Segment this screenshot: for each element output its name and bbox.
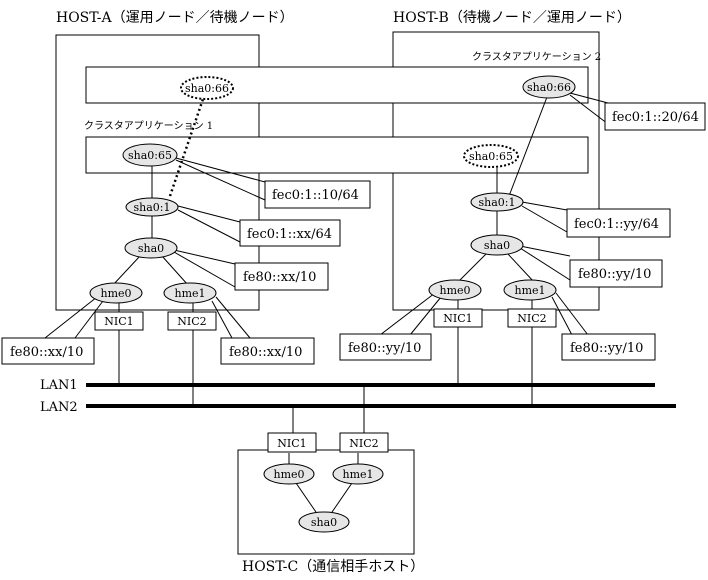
host-a-nic1-label: NIC1 — [104, 315, 133, 328]
host-c-title: HOST-C（通信相手ホスト） — [242, 559, 424, 575]
host-c-hme0-label: hme0 — [273, 468, 304, 481]
host-b-nic1-box — [433, 308, 483, 328]
fe80-yy-sha-label: fe80::yy/10 — [578, 267, 651, 282]
host-a-sha0-66-node — [180, 76, 234, 100]
host-b-nic2-box — [507, 308, 557, 328]
host-c-nic1-box — [267, 432, 317, 453]
fe80-xx-hme1-box — [220, 337, 315, 365]
fe80-xx-hme1-label: fe80::xx/10 — [229, 345, 302, 360]
fec-10-label: fec0:1::10/64 — [272, 188, 359, 203]
host-b-hme1-label: hme1 — [514, 284, 545, 297]
fec-yy-label: fec0:1::yy/64 — [574, 217, 659, 232]
fec-10-box — [264, 180, 371, 209]
host-c-links — [288, 385, 365, 516]
host-b-hme0-node — [428, 279, 482, 301]
host-b-sha0-66-node — [522, 75, 576, 99]
host-a-nic1-box — [94, 311, 144, 331]
host-a-sha0-1-node — [125, 197, 179, 217]
fe80-xx-sha-label: fe80::xx/10 — [243, 270, 316, 285]
host-c-nic2-box — [339, 432, 389, 453]
fe80-xx-hme0-box — [1, 337, 95, 365]
fe80-yy-sha-box — [569, 259, 663, 288]
host-a-sha0-1-label: sha0:1 — [134, 201, 171, 214]
host-a-hme1-node — [163, 282, 217, 304]
host-b-sha0-node — [470, 234, 524, 256]
fe80-xx-hme0-label: fe80::xx/10 — [10, 345, 83, 360]
fe80-yy-hme0-label: fe80::yy/10 — [348, 341, 421, 356]
host-b-sha0-1-label: sha0:1 — [479, 196, 516, 209]
host-b-hme1-node — [503, 279, 557, 301]
host-b-sha0-65-label: sha0:65 — [469, 150, 513, 163]
cluster-app-1-label: クラスタアプリケーション 1 — [84, 120, 213, 132]
fe80-xx-sha-box — [234, 262, 329, 291]
host-a-sha0-65-node — [122, 143, 178, 167]
host-c-sha0-node — [298, 511, 350, 533]
host-b-links — [379, 92, 609, 405]
host-b-nic2-label: NIC2 — [517, 312, 546, 325]
fec-xx-box — [239, 219, 341, 247]
host-c-nic1-label: NIC1 — [277, 437, 306, 450]
fec-yy-box — [566, 208, 671, 238]
host-b-sha0-label: sha0 — [484, 239, 510, 252]
host-b-title: HOST-B（待機ノード／運用ノード） — [393, 10, 631, 26]
host-c-box — [237, 449, 415, 555]
host-b-nic1-label: NIC1 — [443, 312, 472, 325]
host-a-nic2-box — [167, 311, 217, 331]
lan1-label: LAN1 — [40, 378, 78, 393]
fec-xx-label: fec0:1::xx/64 — [247, 227, 332, 242]
fe80-yy-hme1-box — [561, 333, 656, 361]
host-a-hme0-label: hme0 — [100, 287, 131, 300]
host-b-hme0-label: hme0 — [439, 284, 470, 297]
host-c-nic2-label: NIC2 — [349, 437, 378, 450]
host-c-hme0-node — [263, 463, 315, 485]
host-c-hme1-node — [332, 463, 384, 485]
cluster-app-2-band — [85, 66, 589, 104]
host-b-sha0-65-node — [463, 144, 519, 168]
fe80-yy-hme0-box — [339, 333, 432, 361]
host-b-sha0-1-node — [470, 192, 524, 212]
takeover-dotted-link — [168, 98, 205, 197]
fe80-yy-hme1-label: fe80::yy/10 — [570, 341, 643, 356]
host-a-nic2-label: NIC2 — [177, 315, 206, 328]
cluster-app-2-label: クラスタアプリケーション 2 — [472, 51, 601, 63]
host-a-title: HOST-A（運用ノード／待機ノード） — [56, 10, 294, 26]
fec-20-label: fec0:1::20/64 — [612, 110, 699, 125]
host-a-sha0-66-label: sha0:66 — [185, 82, 229, 95]
host-b-sha0-66-label: sha0:66 — [527, 81, 571, 94]
host-a-sha0-label: sha0 — [138, 242, 164, 255]
host-a-hme0-node — [89, 282, 143, 304]
host-c-sha0-label: sha0 — [311, 516, 337, 529]
host-a-sha0-node — [124, 237, 178, 259]
fec-20-box — [604, 102, 706, 131]
lan2-label: LAN2 — [40, 400, 78, 415]
host-a-links — [44, 157, 266, 405]
host-a-sha0-65-label: sha0:65 — [128, 149, 172, 162]
host-a-hme1-label: hme1 — [174, 287, 205, 300]
host-c-hme1-label: hme1 — [342, 468, 373, 481]
